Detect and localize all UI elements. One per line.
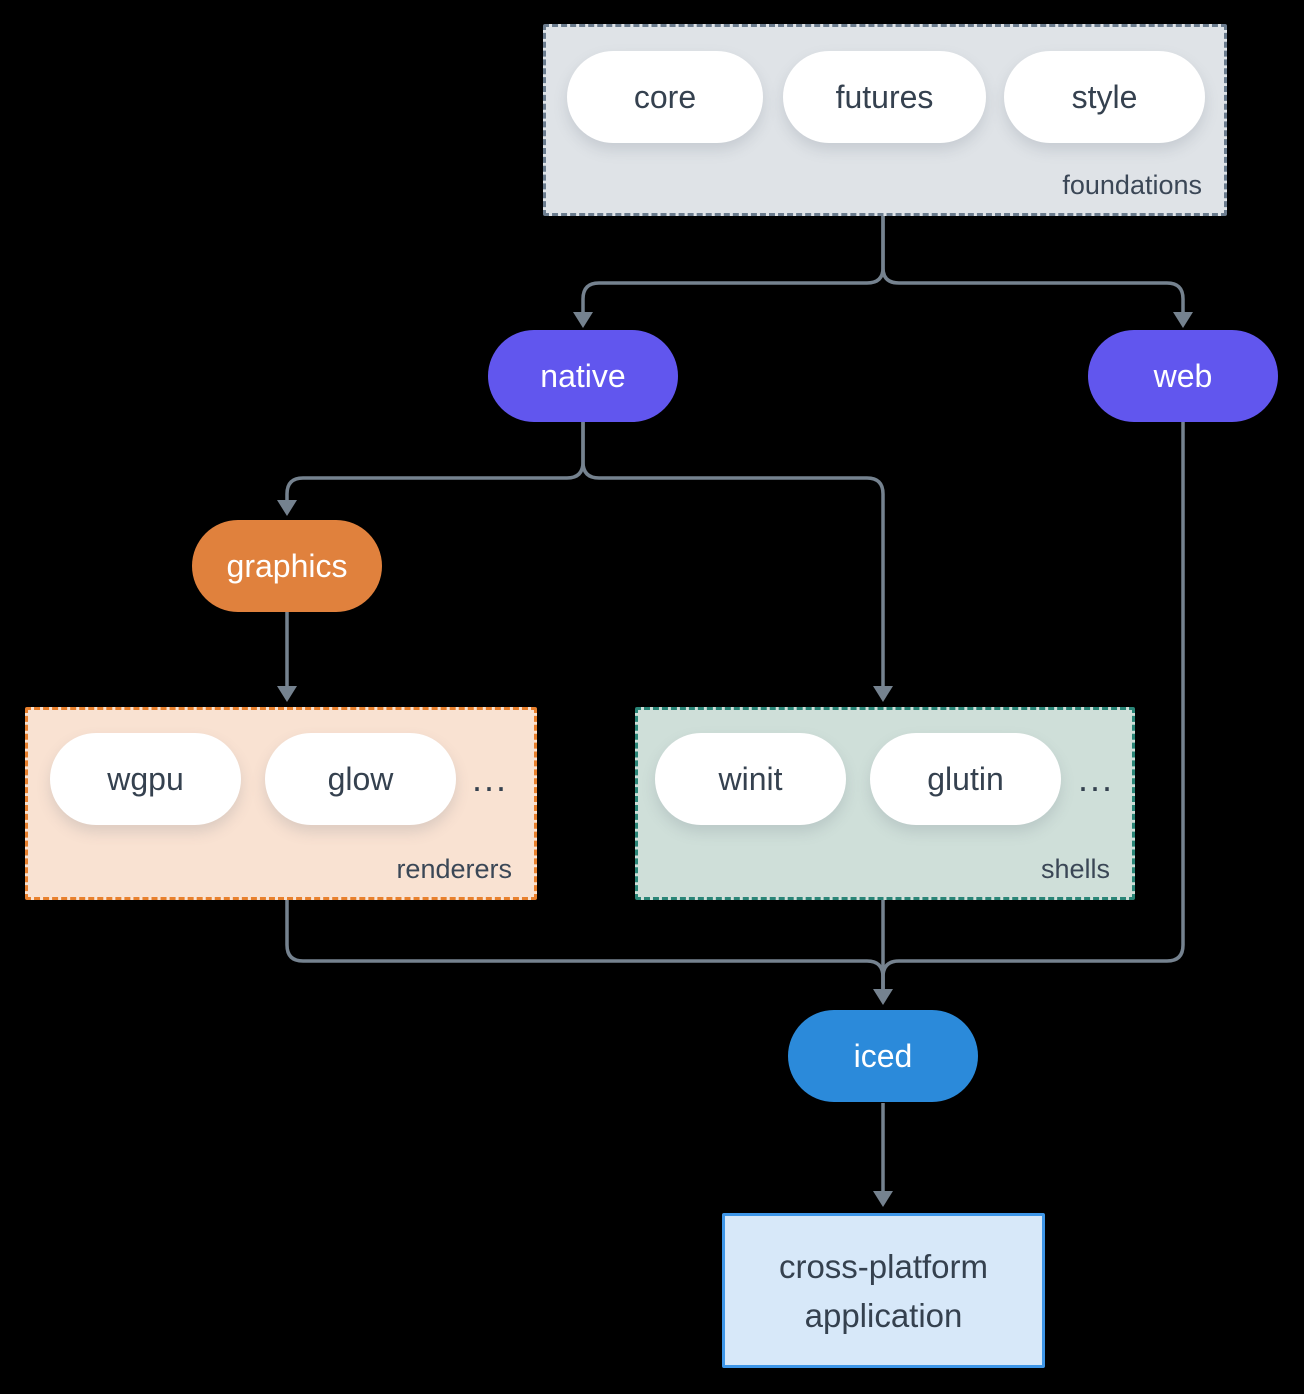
shells-ellipsis: ... bbox=[1078, 758, 1115, 799]
arrow-renderers-to-iced bbox=[285, 900, 885, 989]
arrow-native-to-graphics bbox=[285, 421, 585, 500]
arrowhead-web bbox=[1173, 312, 1193, 328]
arrowhead-iced bbox=[873, 989, 893, 1005]
arrowhead-renderers bbox=[277, 686, 297, 702]
pill-style-label: style bbox=[1071, 78, 1138, 115]
pill-core: core bbox=[567, 51, 763, 143]
shells-label: shells bbox=[1040, 854, 1110, 884]
pill-winit: winit bbox=[655, 733, 846, 825]
pill-iced: iced bbox=[788, 1010, 978, 1102]
pill-web: web bbox=[1088, 330, 1278, 422]
arrow-native-to-shells bbox=[581, 421, 885, 686]
arrowhead-graphics bbox=[277, 500, 297, 516]
arrow-web-to-iced bbox=[881, 421, 1185, 989]
pill-graphics: graphics bbox=[192, 520, 382, 612]
pill-glow: glow bbox=[265, 733, 456, 825]
pill-wgpu-label: wgpu bbox=[107, 760, 184, 797]
arrowhead-shells bbox=[873, 686, 893, 702]
application-label-line1: cross-platform bbox=[778, 1247, 989, 1285]
renderers-label: renderers bbox=[396, 854, 512, 884]
pill-native-label: native bbox=[540, 357, 626, 394]
pill-native: native bbox=[488, 330, 678, 422]
shells-group: winit glutin ... shells bbox=[635, 707, 1135, 900]
pill-futures-label: futures bbox=[835, 78, 934, 115]
pill-graphics-label: graphics bbox=[226, 547, 348, 584]
arrow-foundations-to-web bbox=[881, 216, 1185, 312]
foundations-label: foundations bbox=[1062, 170, 1202, 200]
arrowhead-native bbox=[573, 312, 593, 328]
arrow-foundations-to-native bbox=[581, 216, 885, 312]
pill-glow-label: glow bbox=[327, 760, 394, 797]
arrowhead-application bbox=[873, 1191, 893, 1207]
pill-core-label: core bbox=[633, 78, 697, 115]
pill-glutin: glutin bbox=[870, 733, 1061, 825]
pill-glutin-label: glutin bbox=[927, 760, 1004, 797]
renderers-ellipsis: ... bbox=[472, 758, 509, 799]
pill-wgpu: wgpu bbox=[50, 733, 241, 825]
application-box: cross-platform application bbox=[722, 1213, 1045, 1368]
pill-futures: futures bbox=[783, 51, 986, 143]
foundations-group: core futures style foundations bbox=[543, 24, 1227, 216]
pill-style: style bbox=[1004, 51, 1205, 143]
pill-iced-label: iced bbox=[853, 1037, 913, 1074]
renderers-group: wgpu glow ... renderers bbox=[25, 707, 537, 900]
pill-web-label: web bbox=[1153, 357, 1213, 394]
pill-winit-label: winit bbox=[718, 760, 783, 797]
application-label-line2: application bbox=[804, 1296, 963, 1334]
